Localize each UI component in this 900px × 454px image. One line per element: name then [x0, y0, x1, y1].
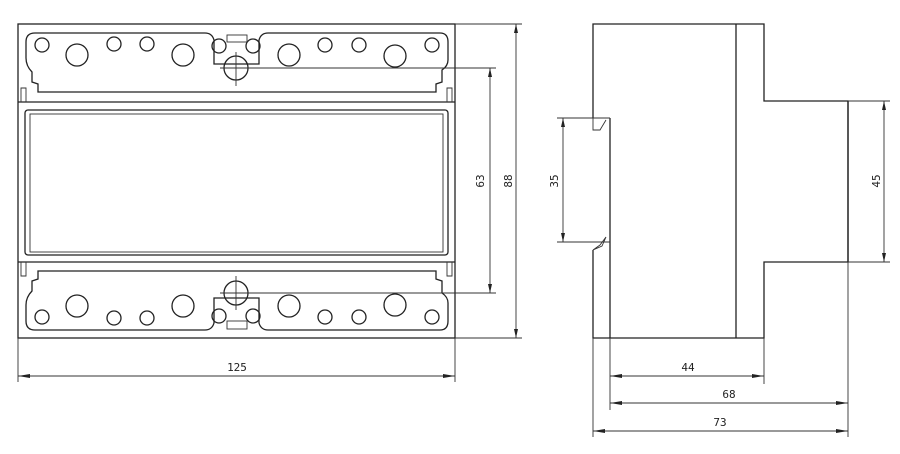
terminal-hole — [424, 309, 440, 325]
terminal-hole — [277, 43, 301, 67]
side-view — [592, 23, 849, 339]
side-dim-lines — [593, 375, 848, 432]
terminal-holes — [34, 36, 440, 326]
lower-clip — [226, 320, 248, 330]
terminal-hole — [211, 308, 227, 324]
dim-68-label: 68 — [722, 388, 735, 401]
terminal-hole — [106, 310, 122, 326]
terminal-hole — [424, 37, 440, 53]
terminal-hole — [245, 38, 261, 54]
dim-88-label: 88 — [502, 174, 515, 187]
terminal-hole — [245, 308, 261, 324]
terminal-hole — [65, 43, 89, 67]
terminal-hole — [34, 309, 50, 325]
display-window-outer — [24, 109, 449, 256]
front-view — [17, 23, 456, 339]
center-marks — [220, 52, 252, 310]
terminal-hole — [317, 37, 333, 53]
side-tabs — [20, 87, 453, 277]
terminal-hole — [211, 38, 227, 54]
dim-44-label: 44 — [681, 361, 695, 374]
side-dimensions: 35 45 44 68 73 — [548, 100, 890, 437]
terminal-hole — [34, 37, 50, 53]
terminal-hole — [106, 36, 122, 52]
terminal-hole — [139, 310, 155, 326]
terminal-hole — [351, 37, 367, 53]
side-outline — [592, 23, 849, 339]
terminal-hole — [171, 43, 195, 67]
dim-73-label: 73 — [713, 416, 726, 429]
dim-125-lines — [17, 338, 456, 382]
dim-63-label: 63 — [474, 174, 487, 187]
lower-terminal-plate — [25, 270, 449, 331]
display-window-inner — [29, 113, 444, 253]
terminal-hole — [351, 309, 367, 325]
dim-125-label: 125 — [227, 361, 247, 374]
terminal-hole — [383, 44, 407, 68]
terminal-hole — [383, 293, 407, 317]
dim-45-lines — [848, 100, 890, 263]
dim-45-label: 45 — [870, 174, 883, 187]
rail-clip — [592, 118, 607, 251]
front-dimensions: 63 88 125 — [17, 23, 522, 382]
front-outline — [17, 23, 456, 339]
dim-63-lines — [240, 67, 496, 294]
upper-terminal-plate — [25, 32, 449, 93]
dim-35-label: 35 — [548, 174, 561, 187]
terminal-hole — [317, 309, 333, 325]
terminal-hole — [277, 294, 301, 318]
terminal-hole — [139, 36, 155, 52]
terminal-hole — [65, 294, 89, 318]
side-extension-lines — [592, 262, 849, 437]
terminal-hole — [171, 294, 195, 318]
dim-35-lines — [557, 117, 610, 243]
dim-88-lines — [455, 23, 522, 339]
upper-clip — [226, 34, 248, 43]
